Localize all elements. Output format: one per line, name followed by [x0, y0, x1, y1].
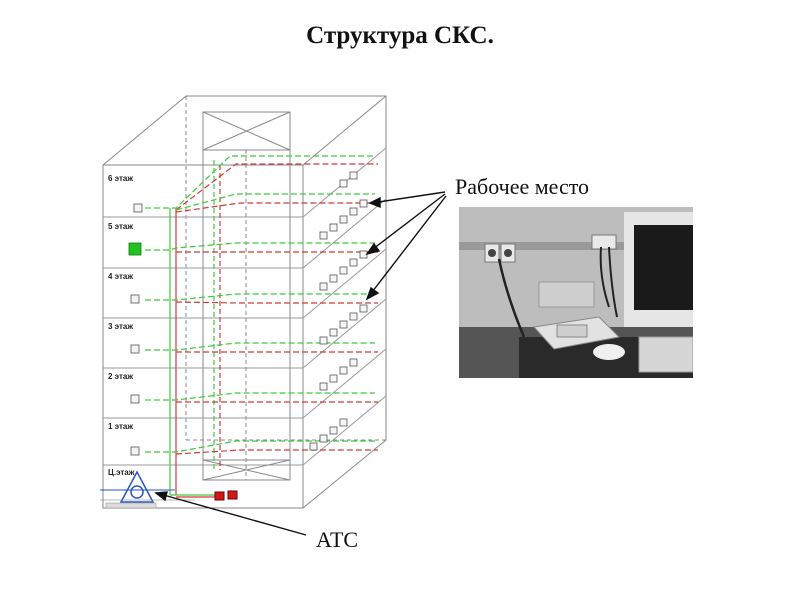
pbx-label: АТС [316, 527, 359, 552]
pbx-symbol [100, 470, 195, 509]
horizontal-cable-runs [145, 155, 378, 498]
floor-label-4: 4 этаж [108, 272, 134, 281]
workplace-photo [459, 207, 693, 378]
pbx-arrow [154, 491, 307, 536]
floor-label-2: 2 этаж [108, 372, 134, 381]
workplace-photo-illustration [459, 207, 693, 378]
floor-label-3: 3 этаж [108, 322, 134, 331]
elevator-shaft [202, 111, 291, 481]
workplace-arrows [365, 191, 447, 301]
pbx-equipment [214, 490, 238, 501]
highlighted-socket [128, 242, 142, 256]
workplace-label: Рабочее место [455, 174, 590, 199]
floor-label-6: 6 этаж [108, 174, 134, 183]
floor-label-1: 1 этаж [108, 422, 134, 431]
floor-slabs [103, 147, 387, 466]
slide-title: Структура СКС. [306, 22, 494, 49]
floor-label-basement: Ц.этаж [108, 468, 135, 477]
floor-label-5: 5 этаж [108, 222, 134, 231]
building-frame [102, 95, 387, 509]
workplace-sockets [309, 171, 368, 451]
riser-sockets [128, 203, 143, 456]
